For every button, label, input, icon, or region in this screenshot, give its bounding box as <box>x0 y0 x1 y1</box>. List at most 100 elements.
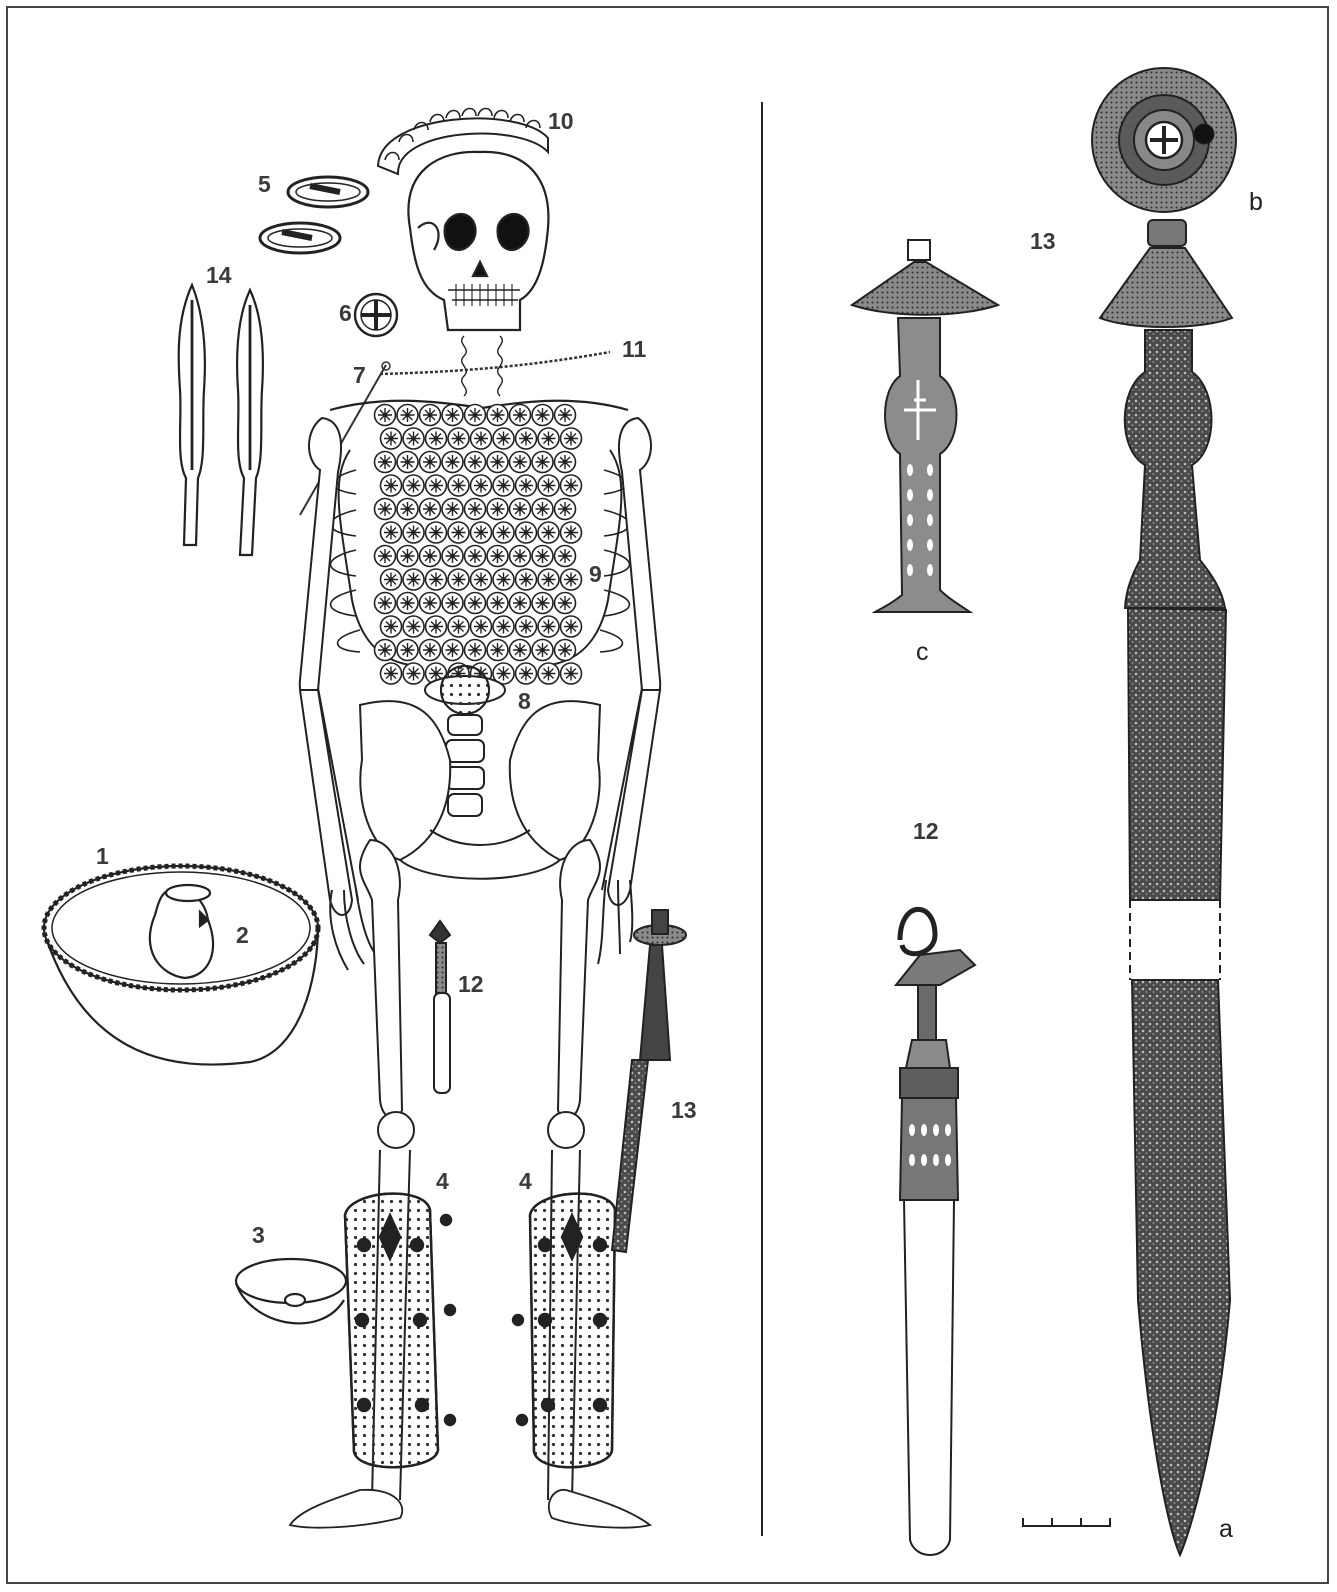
ornament-disc <box>538 569 559 590</box>
ornament-disc <box>487 640 508 661</box>
ornament-disc <box>465 640 486 661</box>
burial-sword <box>612 910 686 1252</box>
ornament-disc <box>397 499 418 520</box>
label-11: 11 <box>622 338 646 361</box>
ornament-disc <box>561 663 582 684</box>
label-c: c <box>916 640 929 665</box>
ornament-disc <box>397 640 418 661</box>
hilt-drawing <box>852 240 998 612</box>
label-8: 8 <box>518 690 531 713</box>
dagger-drawing <box>1100 220 1232 1555</box>
ornament-disc <box>510 499 531 520</box>
ornament-disc <box>555 593 576 614</box>
ornament-disc <box>381 616 402 637</box>
label-6: 6 <box>339 302 352 325</box>
ornament-disc <box>397 546 418 567</box>
label-13-burial: 13 <box>671 1099 697 1122</box>
ornament-disc <box>510 405 531 426</box>
ornament-disc <box>538 616 559 637</box>
disc-ornament-grid <box>375 405 582 685</box>
ornament-disc <box>538 475 559 496</box>
ornament-disc <box>420 593 441 614</box>
label-b: b <box>1249 190 1263 215</box>
label-3: 3 <box>252 1224 265 1247</box>
label-9: 9 <box>589 563 602 586</box>
ornament-disc <box>561 522 582 543</box>
ornament-disc <box>381 428 402 449</box>
ornament-disc <box>403 428 424 449</box>
rings <box>260 177 368 253</box>
ornament-disc <box>381 475 402 496</box>
spearheads <box>179 285 263 555</box>
ornament-disc <box>448 616 469 637</box>
ornament-disc <box>555 499 576 520</box>
ornament-disc <box>532 593 553 614</box>
neck-chain <box>380 352 610 374</box>
ornament-disc <box>465 546 486 567</box>
ornament-disc <box>448 569 469 590</box>
ornament-disc <box>555 546 576 567</box>
ornament-disc <box>532 640 553 661</box>
label-4-right: 4 <box>519 1170 532 1193</box>
label-7: 7 <box>353 364 366 387</box>
ornament-disc <box>426 616 447 637</box>
ornament-disc <box>448 428 469 449</box>
ornament-disc <box>465 499 486 520</box>
ornament-disc <box>555 405 576 426</box>
ornament-disc <box>426 522 447 543</box>
ornament-disc <box>516 428 537 449</box>
ornament-disc <box>375 546 396 567</box>
ornament-disc <box>516 522 537 543</box>
ornament-disc <box>471 569 492 590</box>
ornament-disc <box>487 499 508 520</box>
ornament-disc <box>397 405 418 426</box>
ornament-disc <box>516 663 537 684</box>
ornament-disc <box>471 522 492 543</box>
ornament-disc <box>465 593 486 614</box>
label-4-left: 4 <box>436 1170 449 1193</box>
ornament-disc <box>510 452 531 473</box>
scale-bar <box>1023 1518 1110 1527</box>
burial-knife <box>430 921 450 1093</box>
ornament-disc <box>448 522 469 543</box>
ornament-disc <box>532 499 553 520</box>
ornament-disc <box>516 475 537 496</box>
ornament-disc <box>442 593 463 614</box>
ornament-disc <box>420 640 441 661</box>
ornament-disc <box>493 428 514 449</box>
ornament-disc <box>403 616 424 637</box>
ornament-disc <box>403 663 424 684</box>
ornament-disc <box>381 569 402 590</box>
ornament-disc <box>375 499 396 520</box>
ornament-disc <box>397 452 418 473</box>
ornament-disc <box>426 428 447 449</box>
greave-left <box>345 1194 455 1468</box>
ornament-disc <box>375 640 396 661</box>
label-14: 14 <box>206 264 232 287</box>
ornament-disc <box>471 475 492 496</box>
ornament-disc <box>442 499 463 520</box>
ornament-disc <box>375 452 396 473</box>
ornament-disc <box>448 475 469 496</box>
ornament-disc <box>420 452 441 473</box>
ornament-disc <box>538 428 559 449</box>
ornament-disc <box>493 616 514 637</box>
ornament-disc <box>555 640 576 661</box>
ornament-disc <box>532 452 553 473</box>
label-13-detail: 13 <box>1030 230 1056 253</box>
bowl <box>236 1259 346 1323</box>
ornament-disc <box>426 569 447 590</box>
ornament-disc <box>516 569 537 590</box>
greave-right <box>513 1194 615 1468</box>
ornament-disc <box>516 616 537 637</box>
label-5: 5 <box>258 173 271 196</box>
skull <box>408 152 548 330</box>
ornament-disc <box>471 428 492 449</box>
ornament-disc <box>465 452 486 473</box>
ornament-disc <box>420 546 441 567</box>
label-12-burial: 12 <box>458 973 484 996</box>
ornament-disc <box>493 522 514 543</box>
ornament-disc <box>420 405 441 426</box>
